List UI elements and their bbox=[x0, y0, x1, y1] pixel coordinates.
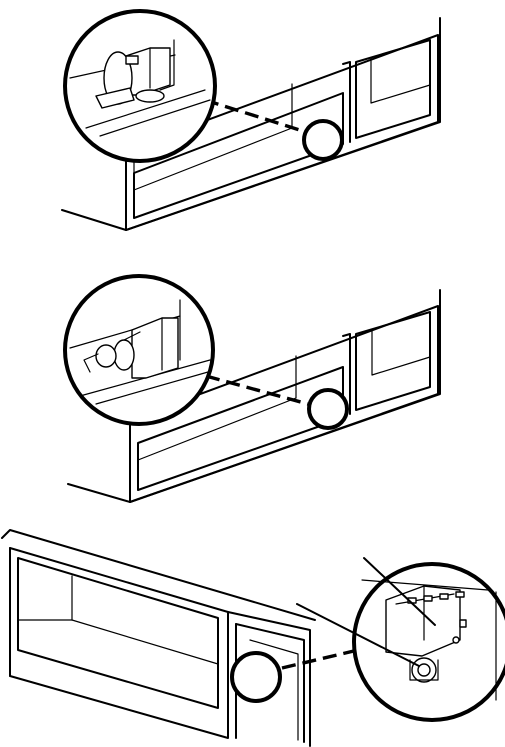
zoom-circle-2 bbox=[65, 276, 213, 424]
detail-marker-2 bbox=[309, 390, 347, 428]
zoom-circle-3 bbox=[354, 564, 505, 720]
panel-2 bbox=[65, 276, 440, 502]
zoom-circle-1 bbox=[65, 11, 215, 161]
panel-1 bbox=[62, 11, 440, 230]
detail-marker-3 bbox=[232, 653, 280, 701]
panel-3 bbox=[2, 530, 505, 746]
detail-marker-1 bbox=[304, 121, 342, 159]
cabinet-3 bbox=[2, 530, 315, 746]
